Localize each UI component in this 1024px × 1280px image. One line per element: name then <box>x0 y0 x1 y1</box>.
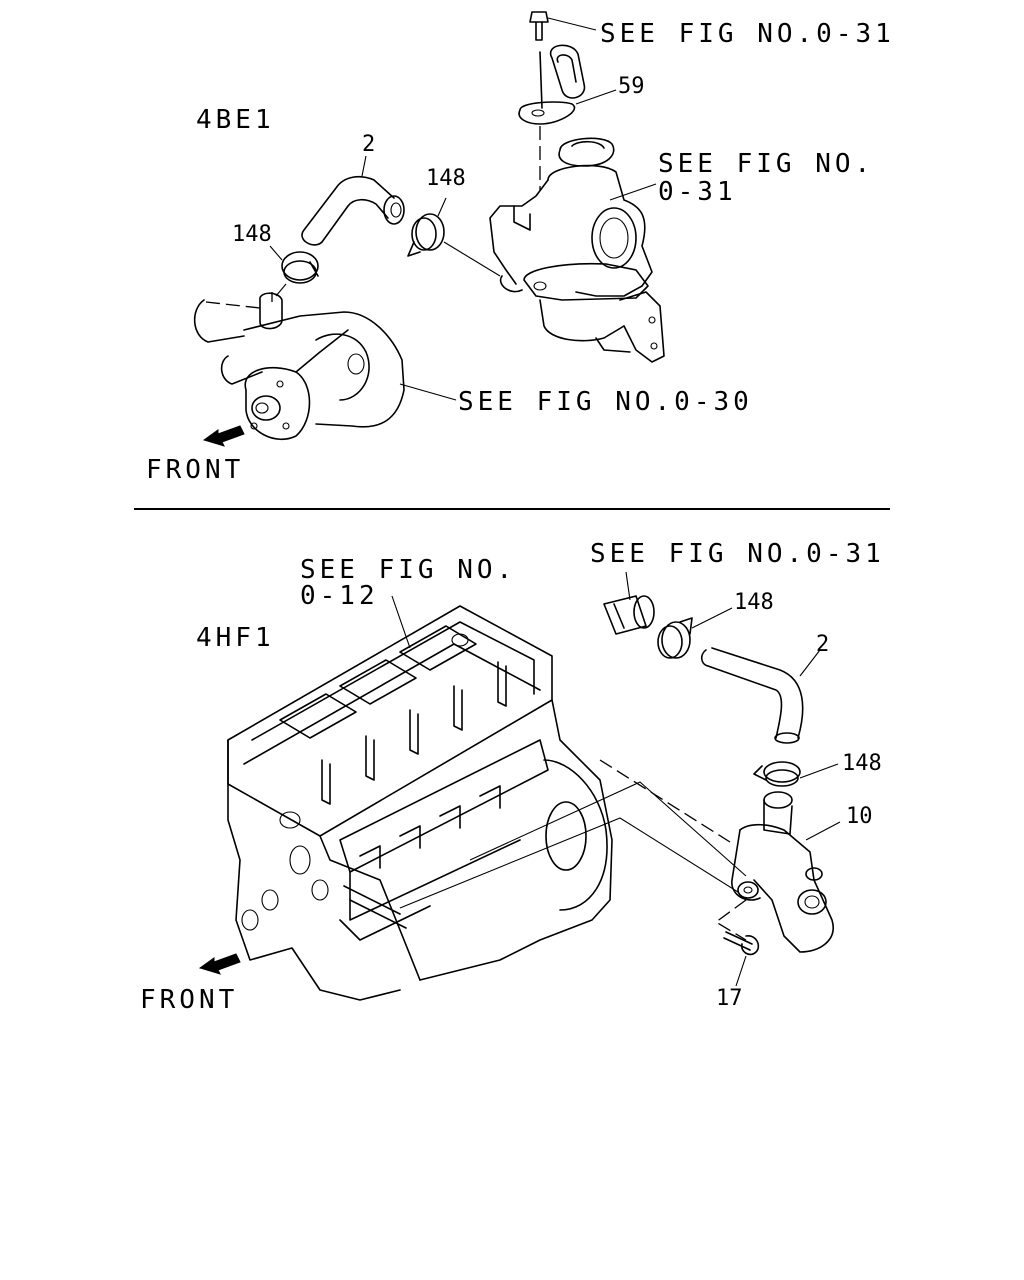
callout-clamp-148-left: 148 <box>232 222 272 247</box>
front-label-top: FRONT <box>146 455 245 485</box>
bracket-59 <box>518 44 617 125</box>
callout-bracket-59: 59 <box>618 74 645 99</box>
callout-outlet-10: 10 <box>846 804 873 829</box>
engine-block <box>227 595 613 1001</box>
ref-label-block-2: 0-12 <box>300 581 379 611</box>
hose-2-lower <box>700 647 821 744</box>
callout-hose-2-lower: 2 <box>816 632 830 657</box>
thermostat-housing <box>489 126 665 363</box>
callout-hose-2: 2 <box>362 132 376 157</box>
callout-clamp-148-right: 148 <box>426 166 466 191</box>
engine-label-4be1: 4BE1 <box>196 105 275 135</box>
water-pump <box>193 292 457 441</box>
pipe-fitting <box>603 571 655 635</box>
callout-clamp-148-bottom: 148 <box>842 751 882 776</box>
ref-label-mid-1: SEE FIG NO. <box>658 149 875 179</box>
ref-label-mid-2: 0-31 <box>658 177 737 207</box>
ref-label-block-1: SEE FIG NO. <box>300 555 517 585</box>
bolt-17 <box>723 931 760 987</box>
ref-label-top: SEE FIG NO.0-31 <box>600 19 895 49</box>
bottom-assembly <box>198 571 841 1001</box>
top-bolt <box>529 11 597 41</box>
clamp-148-bottom <box>753 761 839 787</box>
ref-label-right: SEE FIG NO.0-31 <box>590 539 885 569</box>
callout-bolt-17: 17 <box>716 986 743 1011</box>
front-arrow-top <box>202 425 245 447</box>
clamp-148-top <box>657 607 733 659</box>
water-outlet-10 <box>731 791 841 953</box>
guide-lines <box>399 759 747 941</box>
clamp-148-left <box>269 245 319 297</box>
ref-label-bottom: SEE FIG NO.0-30 <box>458 387 753 417</box>
callout-clamp-148-top: 148 <box>734 590 774 615</box>
front-label-bottom: FRONT <box>140 985 239 1015</box>
top-assembly <box>193 11 665 447</box>
hose-2 <box>301 155 405 246</box>
engine-label-4hf1: 4HF1 <box>196 623 275 653</box>
front-arrow-bottom <box>198 953 241 975</box>
clamp-148-right <box>407 197 501 277</box>
